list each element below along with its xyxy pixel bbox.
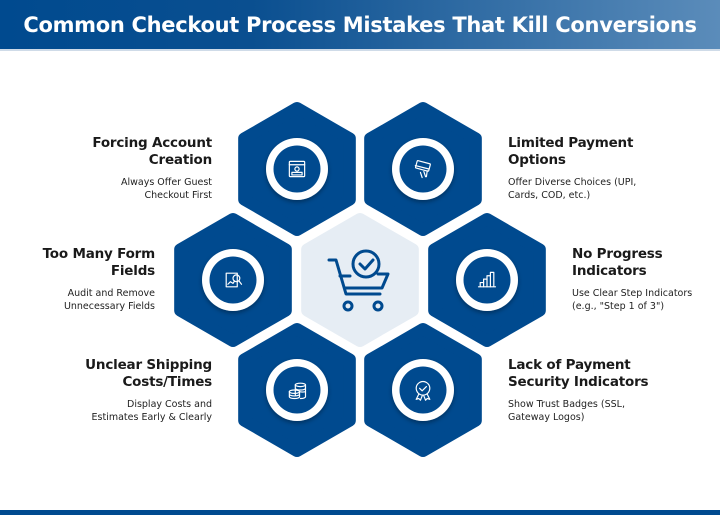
item-title: Security Indicators bbox=[508, 374, 649, 390]
item-desc: Checkout First bbox=[144, 190, 212, 201]
coins-icon bbox=[288, 382, 307, 400]
hexagon-5 bbox=[238, 323, 356, 457]
form-audit-icon bbox=[225, 272, 243, 288]
account-form-icon bbox=[288, 160, 306, 178]
header-divider bbox=[0, 49, 720, 51]
hexagon-2 bbox=[364, 102, 482, 236]
item-desc: Audit and Remove bbox=[67, 288, 155, 299]
item-title: Indicators bbox=[572, 263, 647, 279]
item-desc: Show Trust Badges (SSL, bbox=[508, 399, 625, 410]
icon-disc bbox=[273, 145, 321, 193]
item-title: Costs/Times bbox=[122, 374, 212, 390]
item-title: Too Many Form bbox=[42, 246, 156, 262]
header-banner: Common Checkout Process Mistakes That Ki… bbox=[0, 0, 720, 49]
footer-bar bbox=[0, 510, 720, 515]
item-desc: Use Clear Step Indicators bbox=[572, 288, 693, 299]
cart-check-icon bbox=[327, 249, 390, 312]
center-hexagon bbox=[301, 213, 419, 347]
item-desc: Unnecessary Fields bbox=[63, 301, 155, 312]
icon-disc bbox=[399, 145, 447, 193]
steps-chart-icon bbox=[477, 271, 497, 288]
item-desc: Offer Diverse Choices (UPI, bbox=[508, 177, 637, 188]
item-desc: Display Costs and bbox=[127, 399, 212, 410]
hexagon-6 bbox=[364, 323, 482, 457]
item-desc: (e.g., "Step 1 of 3") bbox=[572, 301, 665, 312]
item-title: Options bbox=[508, 152, 566, 168]
item-title: Fields bbox=[110, 263, 155, 279]
item-title: Forcing Account bbox=[92, 135, 212, 151]
hexagon-4 bbox=[428, 213, 546, 347]
item-title: Limited Payment bbox=[508, 135, 634, 151]
item-desc: Gateway Logos) bbox=[508, 412, 585, 423]
hexagon-1 bbox=[238, 102, 356, 236]
trust-badge-icon bbox=[415, 380, 431, 401]
item-desc: Estimates Early & Clearly bbox=[91, 412, 212, 423]
item-title: Unclear Shipping bbox=[85, 357, 212, 373]
card-payment-icon bbox=[414, 160, 431, 179]
item-title: Creation bbox=[148, 152, 212, 168]
item-desc: Cards, COD, etc.) bbox=[508, 190, 591, 201]
item-desc: Always Offer Guest bbox=[120, 177, 212, 188]
page-title: Common Checkout Process Mistakes That Ki… bbox=[23, 12, 697, 37]
item-title: Lack of Payment bbox=[508, 357, 631, 373]
item-title: No Progress bbox=[572, 246, 663, 262]
hexagon-3 bbox=[174, 213, 292, 347]
